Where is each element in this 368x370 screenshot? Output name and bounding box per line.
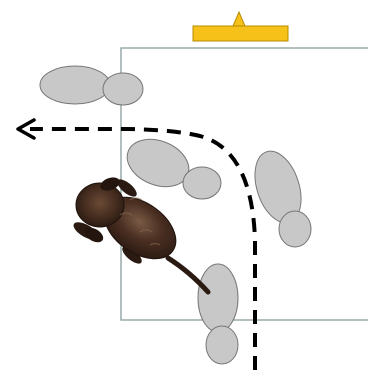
object-group-bottom <box>197 263 239 365</box>
dog-leg <box>122 246 142 264</box>
dog-tail <box>165 255 211 295</box>
dog-ear <box>84 227 104 243</box>
arrow-left-icon <box>16 118 36 140</box>
object-large-oval <box>39 65 111 105</box>
dog-leg <box>117 179 137 197</box>
dog-ear <box>100 177 120 191</box>
movement-path <box>30 127 257 370</box>
dog-head <box>75 182 125 228</box>
object-group-center <box>126 138 222 200</box>
dog-top-view-icon <box>73 177 211 295</box>
object-large-oval <box>197 263 239 333</box>
object-small-oval <box>278 210 312 248</box>
object-small-oval <box>205 325 239 365</box>
object-small-oval <box>182 166 222 200</box>
dog-fur-texture <box>119 197 161 246</box>
object-small-oval <box>102 72 144 106</box>
object-group-top-left <box>39 65 144 106</box>
object-group-right <box>254 150 312 248</box>
feeder-marker-icon <box>192 10 289 42</box>
